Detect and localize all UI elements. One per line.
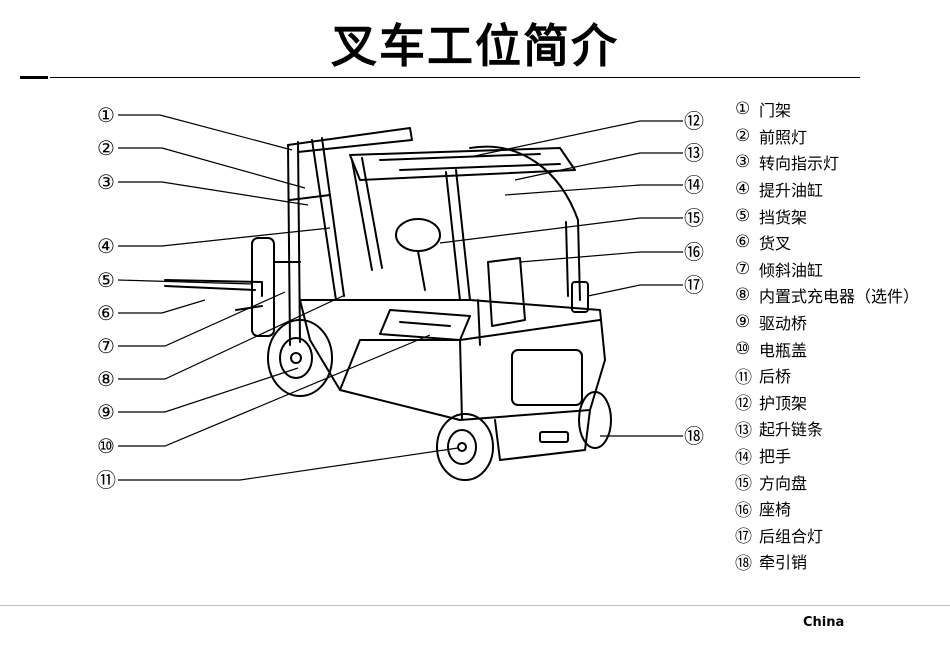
legend-item: ③ 转向指示灯: [735, 149, 919, 176]
legend-item: ④ 提升油缸: [735, 176, 919, 203]
callouts-left: ① ② ③ ④ ⑤ ⑥ ⑦ ⑧ ⑨ ⑩ ⑪: [96, 103, 116, 492]
callout-16: ⑯: [684, 240, 704, 264]
legend-label: 后组合灯: [759, 526, 824, 546]
callout-7: ⑦: [97, 334, 115, 358]
legend-item: ⑦ 倾斜油缸: [735, 256, 919, 283]
callout-2: ②: [97, 136, 115, 160]
page-title: 叉车工位简介: [331, 19, 619, 73]
legend-label: 牵引销: [759, 553, 808, 573]
legend-number: ⑫: [735, 394, 752, 415]
callout-12: ⑫: [684, 109, 704, 133]
legend-item: ⑭ 把手: [735, 442, 919, 469]
legend-item: ⑤ 挡货架: [735, 202, 919, 229]
callout-4: ④: [97, 234, 115, 258]
legend-label: 后桥: [759, 367, 792, 387]
legend-number: ⑱: [735, 553, 752, 574]
callout-13: ⑬: [684, 141, 704, 165]
legend-label: 电瓶盖: [759, 340, 808, 360]
legend-number: ⑬: [735, 420, 752, 441]
legend-number: ③: [735, 152, 751, 173]
legend-number: ⑮: [735, 474, 752, 495]
legend-label: 货叉: [759, 234, 792, 254]
legend-label: 转向指示灯: [759, 154, 840, 174]
callouts-right: ⑫ ⑬ ⑭ ⑮ ⑯ ⑰ ⑱: [684, 109, 704, 448]
title-rule: [50, 77, 860, 78]
legend-label: 挡货架: [759, 207, 808, 227]
parts-legend: ① 门架 ② 前照灯 ③ 转向指示灯 ④ 提升油缸 ⑤ 挡货架 ⑥ 货叉 ⑦ 倾斜油缸 ⑧ 内置…: [735, 96, 919, 575]
legend-number: ②: [735, 125, 751, 146]
callout-5: ⑤: [97, 268, 115, 292]
leader-lines: [117, 114, 683, 481]
callout-8: ⑧: [97, 367, 115, 391]
legend-label: 提升油缸: [759, 181, 824, 201]
legend-item: ⑩ 电瓶盖: [735, 335, 919, 362]
callout-1: ①: [97, 103, 115, 127]
legend-number: ⑭: [735, 447, 752, 468]
legend-item: ② 前照灯: [735, 123, 919, 150]
legend-item: ⑨ 驱动桥: [735, 309, 919, 336]
legend-item: ⑱ 牵引销: [735, 548, 919, 575]
legend-number: ⑰: [735, 527, 752, 548]
legend-item: ⑯ 座椅: [735, 495, 919, 522]
legend-number: ⑧: [735, 285, 751, 306]
legend-label: 驱动桥: [759, 314, 808, 334]
title-rule-accent: [20, 76, 48, 79]
callout-11: ⑪: [96, 468, 116, 492]
legend-item: ⑪ 后桥: [735, 362, 919, 389]
legend-number: ④: [735, 179, 751, 200]
legend-label: 座椅: [759, 500, 792, 520]
callout-3: ③: [97, 170, 115, 194]
callout-6: ⑥: [97, 301, 115, 325]
legend-label: 门架: [759, 101, 792, 121]
forklift-illustration: [164, 127, 612, 481]
callout-15: ⑮: [684, 206, 704, 230]
legend-label: 内置式充电器（选件）: [759, 287, 920, 307]
legend-item: ⑮ 方向盘: [735, 468, 919, 495]
legend-number: ⑯: [735, 500, 752, 521]
legend-item: ⑫ 护顶架: [735, 389, 919, 416]
footer-text: China: [803, 615, 845, 630]
legend-label: 前照灯: [759, 127, 808, 147]
callout-17: ⑰: [684, 273, 704, 297]
legend-label: 方向盘: [759, 473, 808, 493]
legend-label: 起升链条: [759, 420, 824, 440]
legend-label: 把手: [759, 447, 792, 467]
legend-label: 倾斜油缸: [759, 260, 824, 280]
legend-label: 护顶架: [759, 393, 808, 413]
callout-9: ⑨: [97, 400, 115, 424]
legend-item: ⑬ 起升链条: [735, 415, 919, 442]
legend-number: ⑤: [735, 205, 751, 226]
footer-divider: [0, 605, 950, 606]
legend-item: ① 门架: [735, 96, 919, 123]
legend-number: ⑨: [735, 312, 751, 333]
callout-10: ⑩: [97, 434, 115, 458]
legend-number: ⑩: [735, 338, 751, 359]
legend-item: ⑧ 内置式充电器（选件）: [735, 282, 919, 309]
callout-18: ⑱: [684, 424, 704, 448]
legend-number: ⑪: [735, 367, 752, 388]
legend-number: ①: [735, 99, 751, 120]
legend-item: ⑥ 货叉: [735, 229, 919, 256]
legend-number: ⑥: [735, 232, 751, 253]
callout-14: ⑭: [684, 173, 704, 197]
legend-number: ⑦: [735, 258, 751, 279]
legend-item: ⑰ 后组合灯: [735, 522, 919, 549]
